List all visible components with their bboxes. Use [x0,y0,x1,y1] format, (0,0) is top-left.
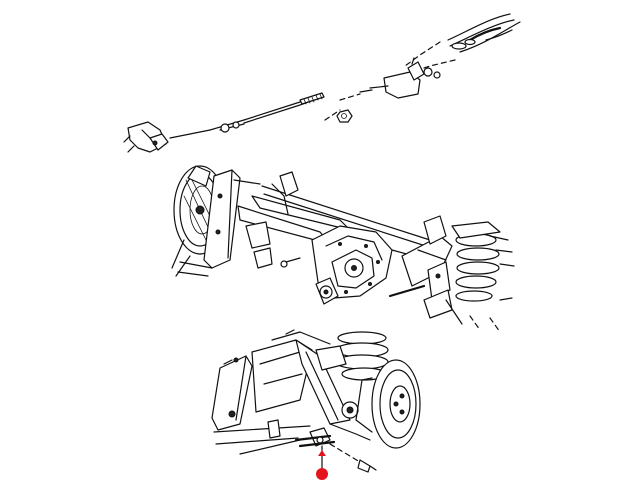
bracket-detail-view [211,329,421,480]
rear-axle-view [171,165,515,333]
bracket-bolt [329,443,377,473]
left-edge-details [171,179,261,277]
left-frame-rail [177,169,241,277]
detail-frame-rail [211,355,253,431]
right-suspension [388,215,515,333]
detail-lower-members [213,419,371,455]
cable-bracket [294,427,336,457]
callout-marker [316,450,328,480]
parking-brake-lever-bracket [123,121,169,153]
callout-dot [316,468,328,480]
differential [311,225,415,305]
upper-cable-bundle [404,13,521,73]
cable-routing-view [123,13,521,153]
detail-crossmember [251,329,351,425]
detail-brake-rotor [355,359,421,449]
front-cable [169,92,325,139]
cable-equalizer [324,57,441,121]
adjuster-nut [336,109,353,123]
